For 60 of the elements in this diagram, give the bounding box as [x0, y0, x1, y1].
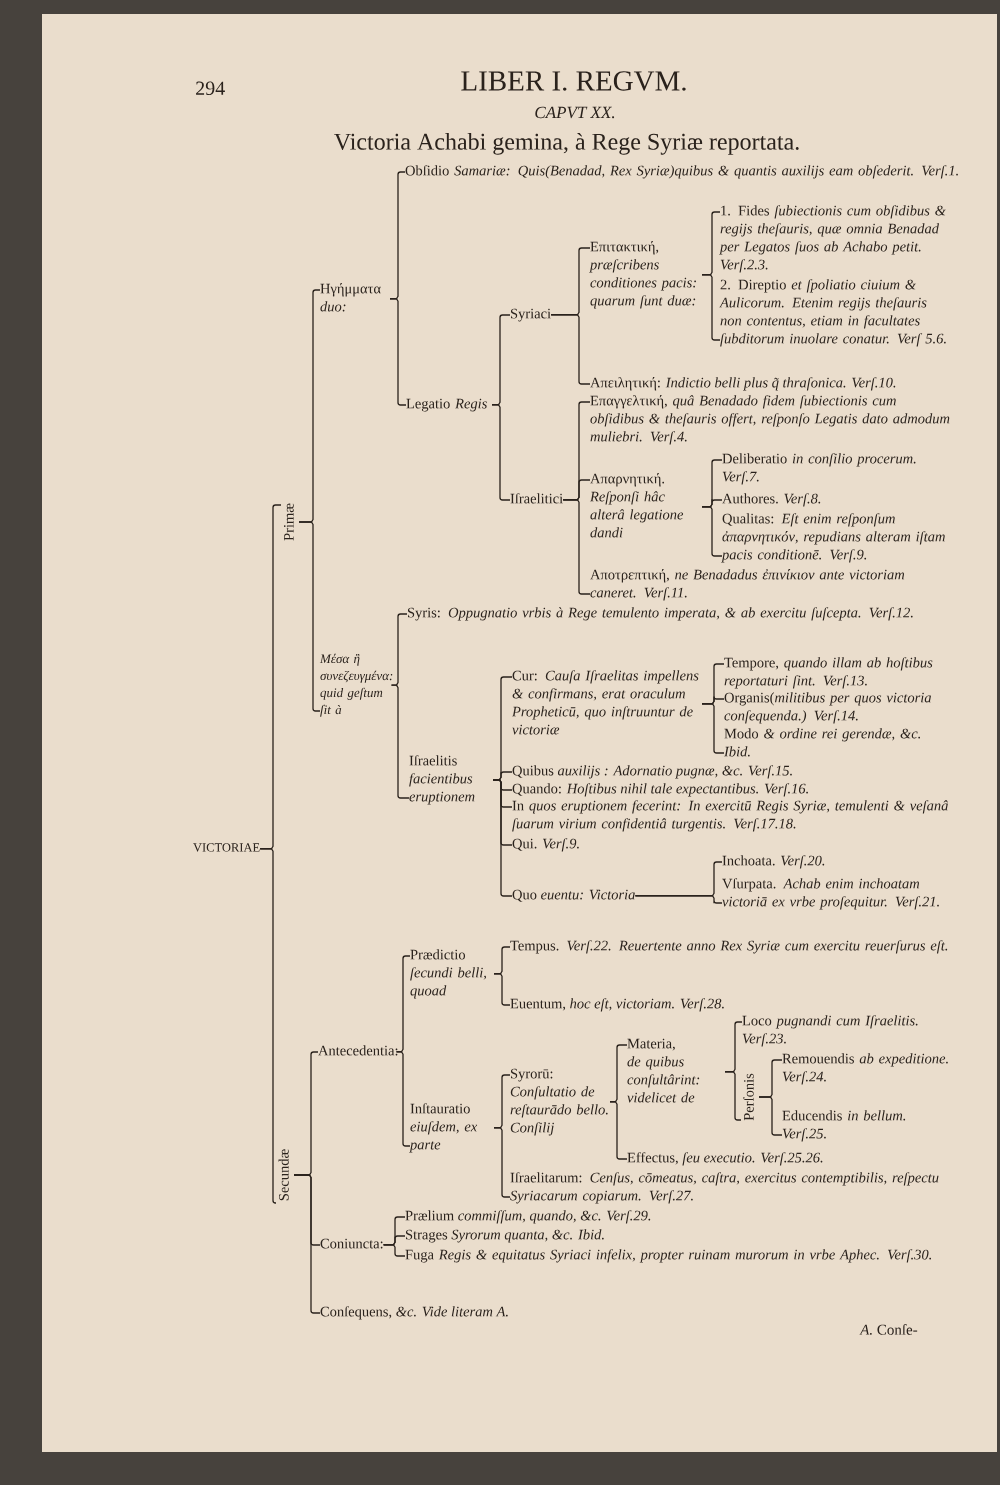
outline-entry: Qui. Verſ.9.: [512, 838, 579, 852]
branch-heading: Antecedentia:: [318, 1045, 398, 1056]
branch-heading: Quo euentu: Victoria: [512, 889, 635, 902]
outline-entry: Quando: Hoſtibus nihil tale expectantibus. Verſ.16.: [512, 783, 808, 797]
chapter-heading: CAPVT XX.: [535, 106, 615, 119]
page-number: 294: [196, 81, 225, 95]
branch-heading: Cur: Cauſa Iſraelitas impellens & confirmans, erat oraculum Propheticū, quo inſtruuntur de victoriæ: [511, 670, 699, 735]
diagram-title: Victoria Achabi gemina, à Rege Syriæ reportata.: [334, 132, 799, 155]
outline-entry: 1. Fides ſubiectionis cum obſidibus & regijs theſauris, quæ omnia Benadad per Legatos ſuos ab Achabo petit. Verſ.2.3.: [719, 205, 946, 273]
outline-entry: Qualitas: Eſt enim reſponſum ἀπαρνητικόν, repudians alteram iſtam pacis conditionē. Verſ.9.: [721, 513, 945, 563]
outline-entry: Prælium commiſſum, quando, &c. Verſ.29.: [405, 1210, 651, 1224]
outline-entry: Επαγγελτική, quâ Benadado fidem ſubiectionis cum obſidibus & theſauris offert, reſponſo Legatis dato admodum muliebri. Verſ.4.: [590, 395, 950, 445]
outline-entry: Euentum, hoc eſt, victoriam. Verſ.28.: [510, 998, 724, 1012]
branch-heading: Syriaci: [510, 308, 551, 322]
outline-entry: Educendis in bellum. Verſ.25.: [782, 1110, 906, 1142]
vertical-heading: Secundæ: [278, 1149, 289, 1201]
catchword: A. Conſe-: [859, 1324, 918, 1335]
brace-line: [383, 1244, 406, 1257]
outline-entry: Tempus. Verſ.22. Reuertente anno Rex Syriæ cum exercitu reuerſurus eſt.: [510, 940, 948, 954]
branch-heading: Επιτακτική, præſcribens conditiones pacis: quarum ſunt duæ:: [589, 241, 696, 309]
outline-entry: Vſurpata. Achab enim inchoatam victoriā ex vrbe proſequitur. Verſ.21.: [722, 878, 939, 910]
running-head: LIBER I. REGVM.: [461, 71, 686, 91]
outline-entry: Organis(militibus per quos victoria conſequenda.) Verſ.14.: [724, 692, 931, 724]
outline-entry: Strages Syrorum quanta, &c. Ibid.: [405, 1229, 604, 1243]
branch-heading: Μέσα ἢ συνεζευγμένα: quid geſtum ſit à: [319, 653, 393, 717]
outline-entry: Tempore, quando illam ab hoſtibus reportaturi ſint. Verſ.13.: [724, 657, 933, 689]
branch-heading: Syrorū: Conſultatio de reſtaurādo bello. Conſilij: [510, 1068, 608, 1136]
branch-heading: Prædictio ſecundi belli, quoad: [410, 949, 486, 999]
outline-entry: Deliberatio in conſilio procerum. Verſ.7.: [722, 453, 916, 485]
brace-line: [550, 314, 591, 385]
branch-heading: VICTORIAE: [193, 843, 260, 852]
branch-heading: Legatio Regis: [406, 398, 487, 412]
outline-entry: Authores. Verſ.8.: [722, 493, 821, 507]
brace-line: [634, 895, 723, 904]
outline-entry: Αποτρεπτική, ne Benadadus ἐπινίκιον ante victoriam caneret. Verſ.11.: [590, 569, 905, 601]
outline-entry: Απειλητική: Indictio belli plus q̃ thraſonica. Verſ.10.: [590, 377, 896, 391]
branch-heading: Ηγήμματα duo:: [320, 283, 381, 312]
branch-heading: Inſtauratio eiuſdem, ex parte: [409, 1103, 478, 1153]
branch-heading: Iſraelitici: [510, 493, 563, 504]
outline-entry: Loco pugnandi cum Iſraelitis. Verſ.23.: [742, 1015, 918, 1047]
outline-entry: Effectus, ſeu executio. Verſ.25.26.: [627, 1152, 823, 1166]
outline-entry: Modo & ordine rei gerendæ, &c. Ibid.: [723, 728, 921, 757]
branch-heading: Iſraelitis facientibus eruptionem: [409, 755, 475, 805]
outline-entry: Conſequens, &c. Vide literam A.: [320, 1306, 508, 1320]
brace-line: [724, 1071, 742, 1121]
outline-entry: In quos eruptionem fecerint: In exercitū Regis Syriæ, temulenti & veſanâ ſuarum virium confidentiâ turgentis. Verſ.17.18.: [512, 800, 948, 832]
outline-entry: Inchoata. Verſ.20.: [722, 855, 825, 869]
outline-entry: Fuga Regis & equitatus Syriaci infelix, propter ruinam murorum in vrbe Aphec. Verſ.30.: [405, 1249, 932, 1263]
brace-line: [259, 848, 277, 1204]
vertical-heading: Perſonis: [743, 1073, 754, 1121]
outline-entry: Remouendis ab expeditione. Verſ.24.: [782, 1053, 948, 1085]
outline-entry: Quibus auxilijs : Adornatio pugnæ, &c. Verſ.15.: [512, 765, 792, 779]
vertical-heading: Primæ: [284, 503, 294, 541]
outline-entry: Syris: Oppugnatio vrbis à Rege temulento imperata, & ab exercitu ſuſcepta. Verſ.12.: [407, 607, 913, 621]
outline-entry: Obſidio Samariæ: Quis(Benadad, Rex Syriæ)quibus & quantis auxilijs eam obſederit. Verſ.1.: [405, 165, 958, 179]
branch-heading: Απαρνητική. Reſponſi hâc alterâ legatione dandi: [589, 473, 684, 538]
branch-heading: Materia, de quibus conſultârint: videlicet de: [627, 1038, 700, 1103]
branch-heading: Coniuncta:: [320, 1238, 383, 1249]
outline-entry: Iſraelitarum: Cenſus, cōmeatus, caſtra, exercitus contemptibilis, reſpectu Syriacarum copiarum. Verſ.27.: [510, 1172, 939, 1204]
outline-entry: 2. Direptio et ſpoliatio ciuium & Aulicorum. Etenim regijs theſauris non contentus, etiam in facultates ſubditorum inuolare conatur. Verſ 5.6.: [719, 279, 946, 347]
